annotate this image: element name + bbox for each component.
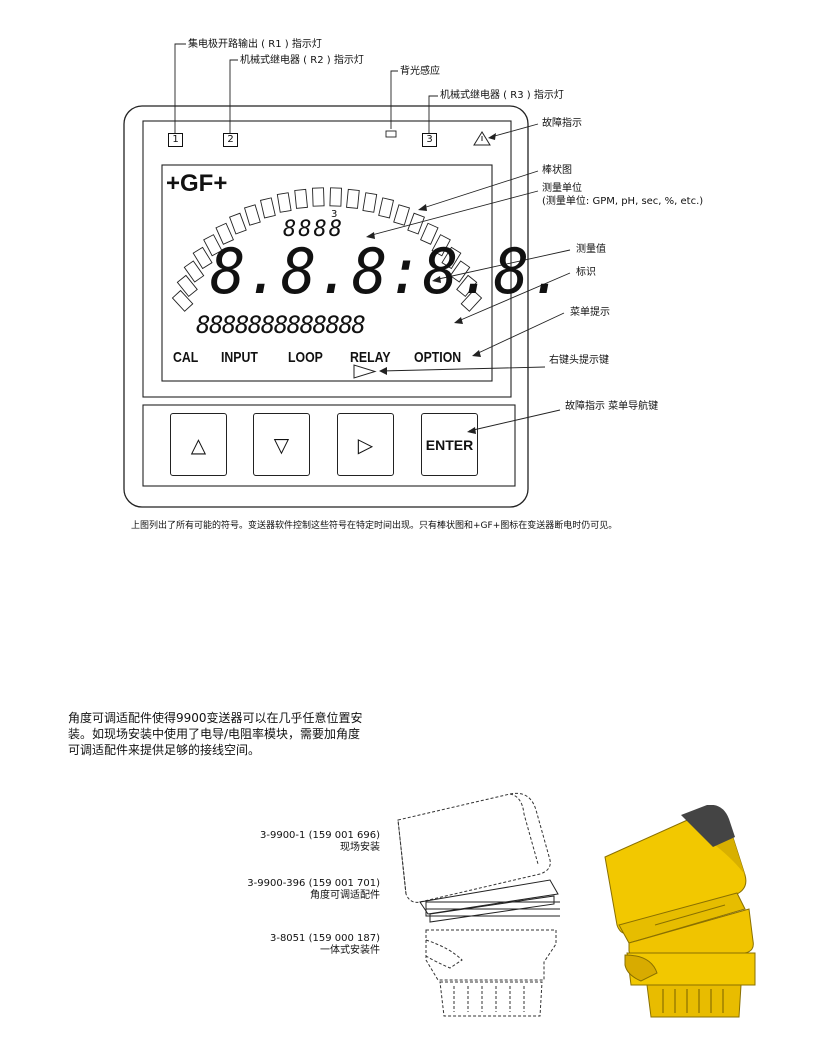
- bargraph-segment: [259, 197, 276, 219]
- menu-input: INPUT: [221, 349, 258, 366]
- callout-label: 标识: [576, 267, 596, 278]
- bargraph-segment: [312, 187, 325, 207]
- bargraph-segment: [420, 222, 439, 245]
- callout-right-arrow-key: 右键头提示键: [549, 355, 609, 366]
- units-superscript: 3: [331, 209, 338, 220]
- label-display: 8888888888888: [196, 311, 366, 339]
- callout-r2: 机械式继电器 ( R2 ) 指示灯: [240, 55, 364, 66]
- menu-loop: LOOP: [288, 349, 323, 366]
- bargraph-segment: [229, 212, 247, 235]
- bargraph-segment: [393, 204, 411, 226]
- description-paragraph: 角度可调适配件使得9900变送器可以在几乎任意位置安 装。如现场安装中使用了电导…: [68, 710, 408, 758]
- bargraph-segment: [276, 192, 292, 213]
- relay-indicator-3: 3: [422, 133, 437, 147]
- paragraph-line: 可调适配件来提供足够的接线空间。: [68, 743, 261, 757]
- part-name: 一体式安装件: [320, 945, 380, 956]
- callout-fault: 故障指示: [542, 118, 582, 129]
- bargraph-segment: [378, 197, 395, 219]
- bargraph-segment: [407, 212, 425, 235]
- bargraph-segment: [215, 222, 234, 245]
- part-code: 3-9900-1 (159 001 696): [260, 830, 380, 841]
- bargraph-segment: [243, 204, 261, 226]
- callout-units-title: 测量单位: [542, 183, 582, 194]
- enter-button[interactable]: ENTER: [421, 413, 478, 476]
- display-diagram-lines: [123, 43, 571, 508]
- part-code: 3-8051 (159 000 187): [269, 933, 380, 944]
- down-button[interactable]: ▽: [253, 413, 310, 476]
- bargraph-segment: [183, 260, 205, 283]
- callout-menu-prompt: 菜单提示: [570, 307, 610, 318]
- bargraph-segment: [176, 274, 198, 297]
- relay-indicator-2: 2: [223, 133, 238, 147]
- callout-value: 测量值: [576, 244, 606, 255]
- bargraph-segment: [171, 289, 194, 312]
- paragraph-line: 角度可调适配件使得9900变送器可以在几乎任意位置安: [68, 711, 363, 725]
- bargraph-segment: [456, 274, 478, 297]
- callout-bargraph: 棒状图: [542, 165, 572, 176]
- right-button[interactable]: ▷: [337, 413, 394, 476]
- bargraph-segment: [346, 188, 360, 209]
- gf-logo: +GF+: [166, 170, 228, 197]
- bargraph-segment: [449, 260, 471, 283]
- relay-indicator-1: 1: [168, 133, 183, 147]
- part-code: 3-9900-396 (159 001 701): [247, 878, 380, 889]
- up-arrow-icon: △: [190, 432, 207, 457]
- bargraph-segment: [192, 246, 213, 270]
- part-2: 3-9900-396 (159 001 701) 角度可调适配件: [247, 878, 380, 902]
- menu-option: OPTION: [414, 349, 462, 366]
- part-name: 现场安装: [340, 842, 380, 853]
- menu-relay: RELAY: [350, 349, 391, 366]
- enter-label: ENTER: [425, 436, 474, 453]
- assembled-unit-photo: [604, 805, 756, 1018]
- menu-cal: CAL: [173, 349, 199, 366]
- callout-r3: 机械式继电器 ( R3 ) 指示灯: [440, 90, 564, 101]
- callout-nav-keys: 故障指示 菜单导航键: [565, 401, 659, 412]
- bargraph-segment: [294, 188, 308, 209]
- main-value-display: 8.8.8:8.8.: [210, 235, 565, 308]
- right-arrow-icon: ▷: [357, 432, 374, 457]
- callout-units-sub: (测量单位: GPM, pH, sec, %, etc.): [542, 196, 704, 207]
- part-3: 3-8051 (159 000 187) 一体式安装件: [270, 933, 380, 957]
- bargraph-segment: [431, 234, 451, 257]
- bargraph-segment: [362, 192, 378, 213]
- down-arrow-icon: ▽: [273, 432, 290, 457]
- part-name: 角度可调适配件: [310, 890, 380, 901]
- callout-r1: 集电极开路输出 ( R1 ) 指示灯: [188, 39, 322, 50]
- units-display: 8888: [283, 217, 344, 242]
- up-button[interactable]: △: [170, 413, 227, 476]
- bargraph-segment: [460, 289, 483, 312]
- bargraph-segment: [329, 187, 342, 207]
- bargraph-segment: [203, 234, 223, 257]
- diagram-caption: 上图列出了所有可能的符号。变送器软件控制这些符号在特定时间出现。只有棒状图和+G…: [131, 521, 618, 531]
- callout-backlight: 背光感应: [400, 66, 440, 77]
- bargraph-segment: [441, 246, 462, 270]
- part-1: 3-9900-1 (159 001 696) 现场安装: [260, 830, 380, 854]
- paragraph-line: 装。如现场安装中使用了电导/电阻率模块，需要加角度: [68, 727, 361, 741]
- exploded-assembly-drawing: [397, 792, 560, 1017]
